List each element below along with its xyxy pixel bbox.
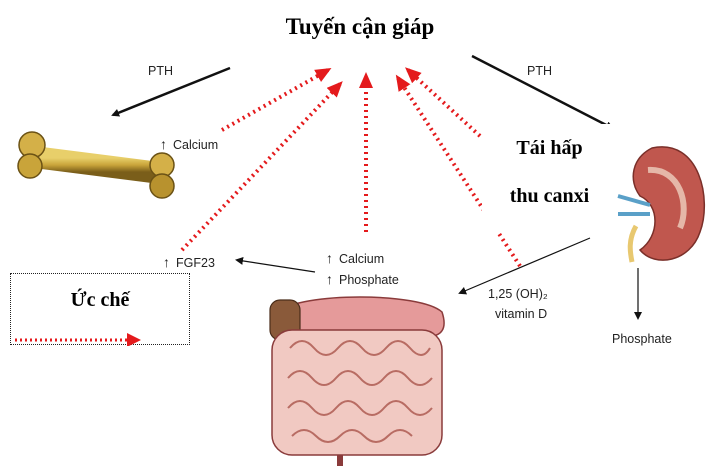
kidney-image xyxy=(618,147,704,262)
intestine-image xyxy=(270,297,444,466)
inhibit-arrow-calcium-bone xyxy=(222,70,328,130)
legend-box: Ức chế xyxy=(10,273,190,345)
inhibit-arrow-kidney xyxy=(408,70,480,136)
bone-image xyxy=(18,132,174,198)
up-arrow-icon: ↑ xyxy=(160,136,167,152)
fgf23-text: FGF23 xyxy=(176,256,215,270)
pth-label-right: PTH xyxy=(527,64,552,78)
gut-calcium-label: ↑ Calcium xyxy=(326,250,384,266)
gut-to-fgf23-arrow xyxy=(237,260,315,272)
note-line-1: Tái hấp xyxy=(482,124,617,172)
kidney-phosphate-label: Phosphate xyxy=(612,332,672,346)
gut-phosphate-text: Phosphate xyxy=(339,273,399,287)
reabsorption-note: Tái hấp thu canxi xyxy=(482,124,617,232)
calcium-bone-label: ↑ Calcium xyxy=(160,136,218,152)
diagram-title: Tuyến cận giáp xyxy=(235,14,485,40)
fgf23-label: ↑ FGF23 xyxy=(163,254,215,270)
up-arrow-icon: ↑ xyxy=(326,271,333,287)
note-line-2: thu canxi xyxy=(482,172,617,220)
calcium-bone-text: Calcium xyxy=(173,138,218,152)
kidney-to-gut-arrow xyxy=(460,238,590,293)
legend-arrow-sample xyxy=(11,274,191,346)
gut-calcium-text: Calcium xyxy=(339,252,384,266)
pth-label-left: PTH xyxy=(148,64,173,78)
legend-arrowhead-icon xyxy=(127,333,141,346)
inhibit-arrow-fgf23 xyxy=(182,84,340,250)
up-arrow-icon: ↑ xyxy=(326,250,333,266)
vitamin-d-line2: vitamin D xyxy=(495,307,547,321)
up-arrow-icon: ↑ xyxy=(163,254,170,270)
vitamin-d-line1: 1,25 (OH)₂ xyxy=(488,287,548,301)
gut-phosphate-label: ↑ Phosphate xyxy=(326,271,399,287)
